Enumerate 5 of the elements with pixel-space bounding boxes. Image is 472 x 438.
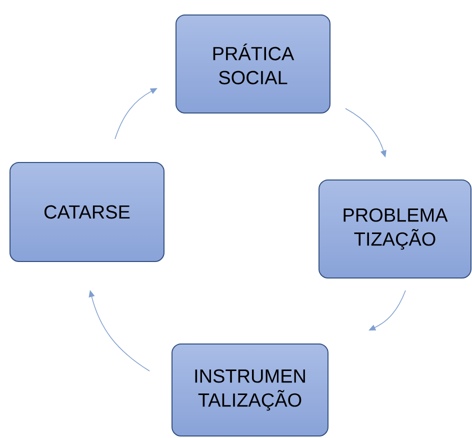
process-box: PRÁTICA SOCIAL [176, 14, 330, 114]
process-box: INSTRUMEN TALIZAÇÃO [172, 344, 328, 436]
process-box: CATARSE [10, 162, 164, 262]
process-box: PROBLEMA TIZAÇÃO [318, 180, 472, 278]
arrow [114, 88, 158, 140]
